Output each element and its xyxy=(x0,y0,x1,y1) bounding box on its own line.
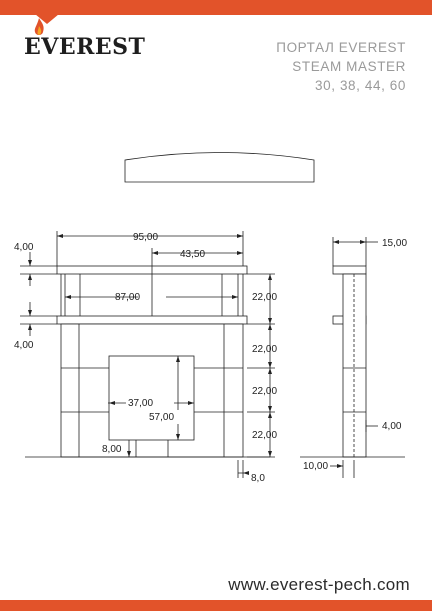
dim-row-height-1: 22,00 xyxy=(252,292,277,303)
dim-half-width: 43,50 xyxy=(180,249,205,260)
dim-side-shelf: 4,00 xyxy=(382,421,402,432)
dim-row-height-3: 22,00 xyxy=(252,386,277,397)
bottom-accent-bar xyxy=(0,600,432,611)
dim-opening-height: 57,00 xyxy=(149,412,174,423)
dim-shelf-height: 4,00 xyxy=(14,242,34,253)
front-mid-shelf xyxy=(56,315,248,325)
top-arch-shelf xyxy=(124,152,315,183)
dim-lower-shelf-height: 4,00 xyxy=(14,340,34,351)
dim-side-offset: 8,0 xyxy=(251,473,265,484)
top-accent-bar xyxy=(0,0,432,15)
product-title: ПОРТАЛ EVEREST STEAM MASTER 30, 38, 44, … xyxy=(276,38,406,95)
firebox-opening xyxy=(108,355,195,441)
dim-row-height-4: 22,00 xyxy=(252,430,277,441)
flame-icon xyxy=(34,18,44,35)
dim-inner-width: 87,00 xyxy=(115,292,140,303)
title-line-1: ПОРТАЛ EVEREST xyxy=(276,40,406,55)
side-top-shelf xyxy=(332,265,367,275)
brand-logo[interactable]: EVEREST xyxy=(24,34,146,60)
top-notch-shape xyxy=(35,14,59,24)
dim-depth: 15,00 xyxy=(382,238,407,249)
dim-base-depth: 10,00 xyxy=(303,461,328,472)
title-line-3: 30, 38, 44, 60 xyxy=(315,78,406,93)
side-body xyxy=(342,273,367,458)
dim-total-width: 95,00 xyxy=(133,232,158,243)
dim-row-height-2: 22,00 xyxy=(252,344,277,355)
dim-opening-width: 37,00 xyxy=(128,398,153,409)
website-link[interactable]: www.everest-pech.com xyxy=(228,575,410,594)
dim-opening-offset: 8,00 xyxy=(102,444,122,455)
title-line-2: STEAM MASTER xyxy=(292,59,406,74)
